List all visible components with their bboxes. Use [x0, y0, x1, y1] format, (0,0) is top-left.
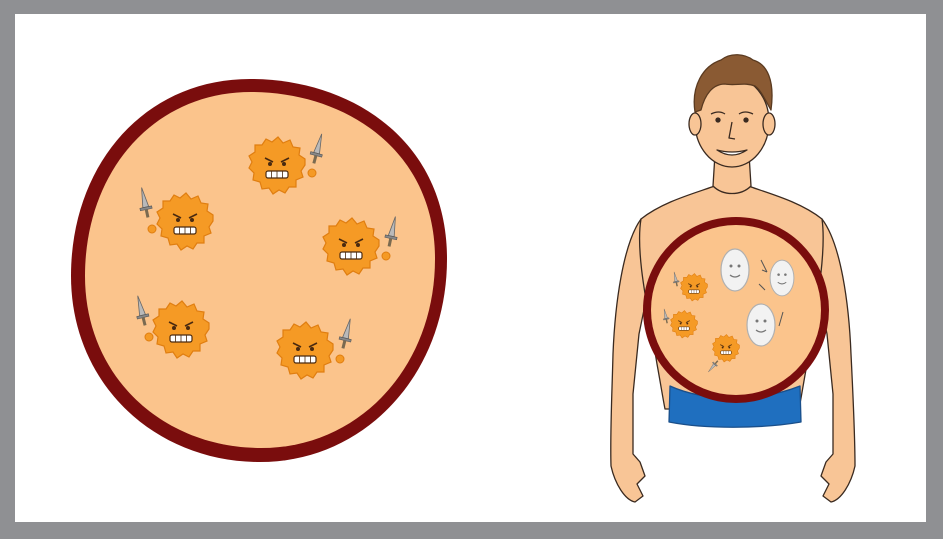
white-blood-cell-icon [721, 249, 749, 291]
white-blood-cell-icon [770, 260, 794, 296]
petri-dish-icon [71, 79, 447, 462]
white-blood-cell-icon [747, 304, 775, 346]
illustration-svg [15, 14, 926, 522]
illustration-canvas [15, 14, 926, 522]
petri-dish-icon [643, 217, 829, 403]
